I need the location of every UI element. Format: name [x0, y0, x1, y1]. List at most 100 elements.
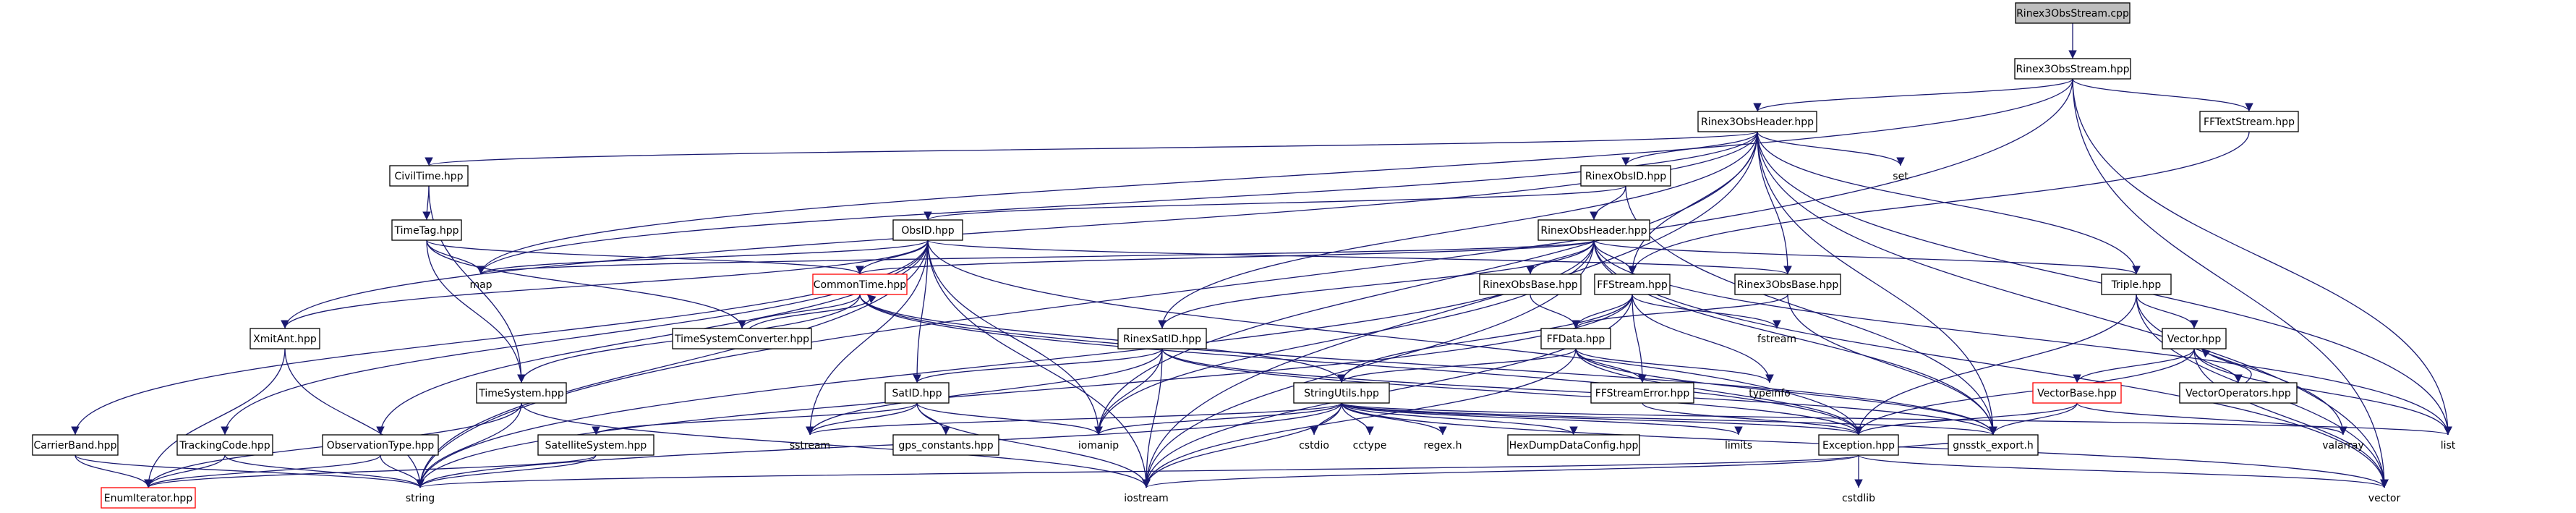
node-label-gps_constants_hpp: gps_constants.hpp [898, 440, 993, 451]
node-ffstream_hpp[interactable]: FFStream.hpp [1594, 274, 1671, 295]
edge-rinexsatid_hpp-to-exception_hpp [1161, 348, 1863, 436]
edge-exception_hpp-to-string [417, 454, 1859, 488]
edge-rinexobsbase_hpp-to-ffdata_hpp [1530, 294, 1580, 329]
edge-stringutils_hpp-to-hexdumpdataconfig_hpp [1341, 402, 1578, 436]
edge-rinex3obsbase_hpp-to-gnsstk_export_h [1787, 294, 1997, 436]
node-label-rinex3obsstream_cpp: Rinex3ObsStream.cpp [2016, 8, 2129, 20]
node-label-set: set [1893, 171, 1908, 182]
node-cstdlib: cstdlib [1842, 493, 1875, 504]
edge-rinex3obsheader_hpp-to-vector [1757, 131, 2389, 488]
node-gnsstk_export_h[interactable]: gnsstk_export.h [1948, 434, 2039, 456]
node-vectorbase_hpp[interactable]: VectorBase.hpp [2032, 382, 2122, 404]
node-satid_hpp[interactable]: SatID.hpp [884, 382, 950, 404]
edge-vector_hpp-to-list [2193, 348, 2452, 436]
edge-commontime_hpp-to-timesystemconverter_hpp [738, 294, 861, 329]
node-label-exception_hpp: Exception.hpp [1822, 440, 1895, 451]
edge-timetag_hpp-to-timesystem_hpp [426, 239, 526, 383]
node-label-regex_h: regex.h [1424, 440, 1462, 451]
node-box-satid_hpp [884, 382, 950, 404]
node-rinexobsheader_hpp[interactable]: RinexObsHeader.hpp [1538, 219, 1650, 241]
node-triple_hpp[interactable]: Triple.hpp [2101, 274, 2172, 295]
node-ffdata_hpp[interactable]: FFData.hpp [1540, 328, 1611, 349]
node-label-string: string [406, 493, 435, 504]
node-rinex3obsbase_hpp[interactable]: Rinex3ObsBase.hpp [1734, 274, 1841, 295]
node-gps_constants_hpp[interactable]: gps_constants.hpp [892, 434, 999, 456]
node-box-rinex3obsstream_cpp [2015, 2, 2131, 24]
edge-triple_hpp-to-valarray [2136, 294, 2347, 436]
node-rinex3obsstream_hpp[interactable]: Rinex3ObsStream.hpp [2014, 58, 2131, 80]
edge-rinexsatid_hpp-to-iostream [1142, 348, 1163, 488]
node-satellitesystem_hpp[interactable]: SatelliteSystem.hpp [537, 434, 654, 456]
node-box-vectorbase_hpp [2032, 382, 2122, 404]
edge-satellitesystem_hpp-to-string [416, 454, 597, 488]
node-ffstreamerror_hpp[interactable]: FFStreamError.hpp [1590, 382, 1694, 404]
edge-obsid_hpp-to-xmitant_hpp [281, 239, 929, 329]
node-timetag_hpp[interactable]: TimeTag.hpp [391, 219, 462, 241]
node-carrierband_hpp[interactable]: CarrierBand.hpp [32, 434, 119, 456]
node-trackingcode_hpp[interactable]: TrackingCode.hpp [176, 434, 273, 456]
edge-ffstream_hpp-to-fstream [1632, 294, 1781, 329]
edge-ffstream_hpp-to-stringutils_hpp [1337, 294, 1633, 383]
edge-ffstream_hpp-to-string [416, 294, 1633, 488]
node-label-ffstreamerror_hpp: FFStreamError.hpp [1595, 388, 1690, 399]
node-commontime_hpp[interactable]: CommonTime.hpp [812, 274, 908, 295]
edge-rinex3obsstream_hpp-to-list [2072, 78, 2452, 436]
edge-rinexobsheader_hpp-to-triple_hpp [1593, 239, 2141, 275]
node-observationtype_hpp[interactable]: ObservationType.hpp [322, 434, 439, 456]
edge-observationtype_hpp-to-enumiterator_hpp [144, 454, 381, 488]
node-label-obsid_hpp: ObsID.hpp [901, 225, 954, 237]
node-box-rinexsatid_hpp [1117, 328, 1207, 349]
node-label-xmitant_hpp: XmitAnt.hpp [253, 334, 317, 345]
node-exception_hpp[interactable]: Exception.hpp [1818, 434, 1899, 456]
node-timesystemconverter_hpp[interactable]: TimeSystemConverter.hpp [672, 328, 812, 349]
node-label-limits: limits [1725, 440, 1752, 451]
edge-rinexobsid_hpp-to-obsid_hpp [924, 185, 1626, 221]
edge-rinex3obsheader_hpp-to-set [1757, 131, 1905, 166]
node-box-observationtype_hpp [322, 434, 439, 456]
node-box-enumiterator_hpp [101, 487, 196, 509]
edge-stringutils_hpp-to-gnsstk_export_h [1341, 402, 1997, 436]
node-box-vectoroperators_hpp [2179, 382, 2298, 404]
node-vector_hpp[interactable]: Vector.hpp [2162, 328, 2227, 349]
node-civiltime_hpp[interactable]: CivilTime.hpp [389, 165, 469, 187]
node-vectoroperators_hpp[interactable]: VectorOperators.hpp [2179, 382, 2298, 404]
edge-rinex3obsheader_hpp-to-triple_hpp [1757, 131, 2141, 275]
node-label-typeinfo: typeinfo [1749, 388, 1791, 399]
node-rinex3obsheader_hpp[interactable]: Rinex3ObsHeader.hpp [1697, 111, 1817, 132]
node-fftextstream_hpp[interactable]: FFTextStream.hpp [2199, 111, 2299, 132]
edge-obsid_hpp-to-sstream [806, 239, 929, 436]
node-box-gnsstk_export_h [1948, 434, 2039, 456]
node-set: set [1893, 171, 1908, 182]
node-xmitant_hpp[interactable]: XmitAnt.hpp [250, 328, 320, 349]
node-rinexsatid_hpp[interactable]: RinexSatID.hpp [1117, 328, 1207, 349]
edge-rinex3obsheader_hpp-to-civiltime_hpp [425, 131, 1758, 166]
edge-stringutils_hpp-to-string [416, 402, 1342, 488]
node-rinex3obsstream_cpp[interactable]: Rinex3ObsStream.cpp [2015, 2, 2131, 24]
node-label-observationtype_hpp: ObservationType.hpp [327, 440, 435, 451]
node-label-vectoroperators_hpp: VectorOperators.hpp [2185, 388, 2291, 399]
node-timesystem_hpp[interactable]: TimeSystem.hpp [476, 382, 567, 404]
edge-satellitesystem_hpp-to-enumiterator_hpp [144, 454, 597, 488]
node-cstdio: cstdio [1299, 440, 1329, 451]
edge-satid_hpp-to-gps_constants_hpp [916, 402, 950, 436]
node-label-vector_hpp: Vector.hpp [2167, 334, 2222, 345]
edge-rinex3obsstream_hpp-to-fftextstream_hpp [2072, 78, 2253, 112]
node-rinexobsid_hpp[interactable]: RinexObsID.hpp [1580, 165, 1671, 187]
node-label-rinexobsid_hpp: RinexObsID.hpp [1585, 171, 1666, 182]
edge-rinex3obsheader_hpp-to-rinexobsid_hpp [1621, 131, 1758, 166]
edge-timetag_hpp-to-timesystemconverter_hpp [426, 239, 746, 329]
node-label-rinexsatid_hpp: RinexSatID.hpp [1123, 334, 1201, 345]
edge-ffdata_hpp-to-stringutils_hpp [1337, 348, 1577, 383]
node-hexdumpdataconfig_hpp[interactable]: HexDumpDataConfig.hpp [1507, 434, 1640, 456]
edge-rinex3obsheader_hpp-to-rinex3obsbase_hpp [1757, 131, 1792, 275]
edge-stringutils_hpp-to-cctype [1341, 402, 1374, 436]
node-box-exception_hpp [1818, 434, 1899, 456]
edge-commontime_hpp-to-exception_hpp [859, 294, 1863, 436]
node-stringutils_hpp[interactable]: StringUtils.hpp [1293, 382, 1390, 404]
node-obsid_hpp[interactable]: ObsID.hpp [892, 219, 963, 241]
node-enumiterator_hpp[interactable]: EnumIterator.hpp [101, 487, 196, 509]
edge-obsid_hpp-to-trackingcode_hpp [221, 239, 929, 436]
node-box-ffstream_hpp [1594, 274, 1671, 295]
node-label-rinexobsbase_hpp: RinexObsBase.hpp [1483, 279, 1578, 291]
node-rinexobsbase_hpp[interactable]: RinexObsBase.hpp [1479, 274, 1582, 295]
